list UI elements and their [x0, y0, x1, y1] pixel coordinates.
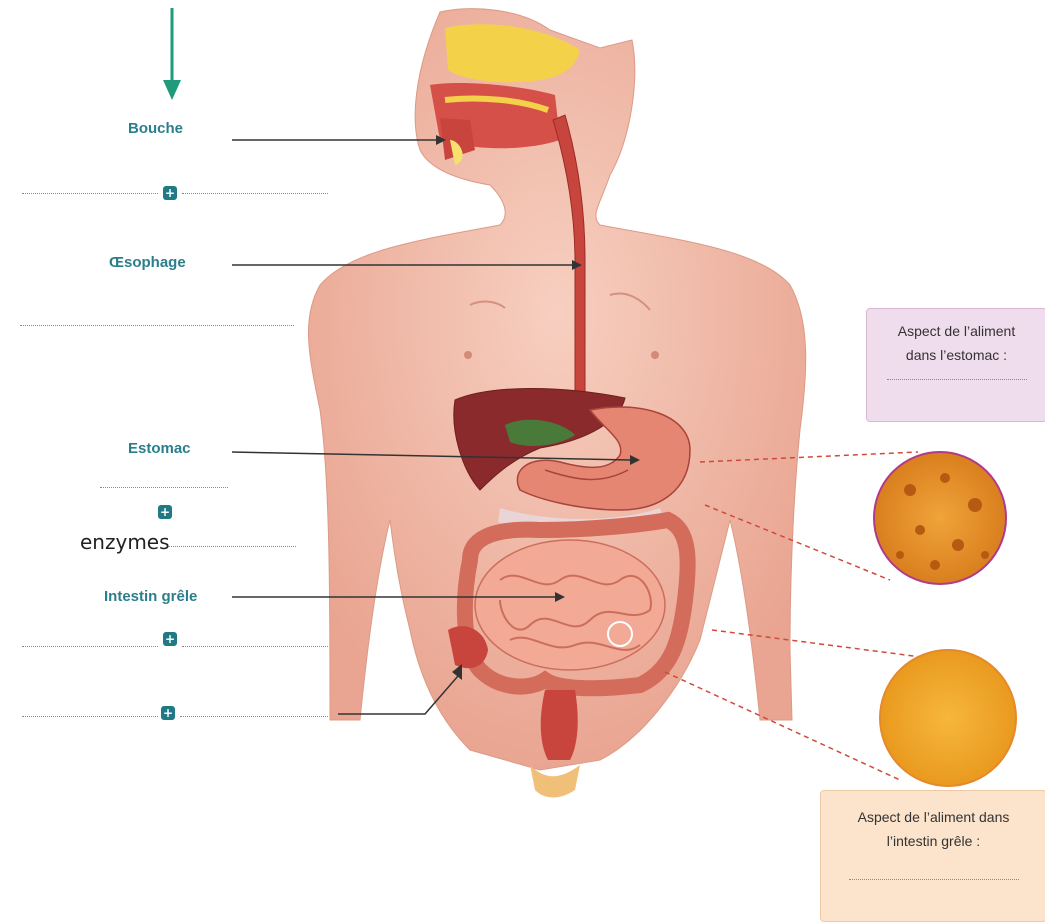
answer-line[interactable]	[22, 193, 158, 194]
answer-line[interactable]	[22, 646, 158, 647]
stomach-aspect-line-2: dans l’estomac :	[867, 343, 1045, 367]
answer-line[interactable]	[182, 193, 328, 194]
stomach-aspect-answer-line[interactable]	[887, 379, 1027, 380]
label-esophagus: Œsophage	[109, 254, 186, 271]
answer-line[interactable]	[20, 325, 294, 326]
plus-icon: +	[158, 505, 172, 519]
intestine-aspect-box: Aspect de l’aliment dans l’intestin grêl…	[820, 790, 1045, 922]
label-stomach: Estomac	[128, 440, 191, 457]
plus-icon: +	[161, 706, 175, 720]
answer-line[interactable]	[22, 716, 158, 717]
answer-line[interactable]	[180, 716, 328, 717]
stomach-aspect-box: Aspect de l’aliment dans l’estomac :	[866, 308, 1045, 422]
intestine-content-sample	[880, 650, 1016, 786]
plus-icon: +	[163, 632, 177, 646]
stomach-content-sample	[874, 452, 1006, 584]
label-mouth: Bouche	[128, 120, 183, 137]
rectum-organ	[541, 690, 578, 760]
small-intestine-organ	[475, 540, 665, 670]
flow-arrow-icon	[163, 8, 181, 100]
intestine-aspect-line-1: Aspect de l’aliment dans	[821, 805, 1045, 829]
intestine-aspect-line-2: l’intestin grêle :	[821, 829, 1045, 853]
plus-icon: +	[163, 186, 177, 200]
stomach-aspect-line-1: Aspect de l’aliment	[867, 319, 1045, 343]
intestine-aspect-answer-line[interactable]	[849, 879, 1019, 880]
answer-line[interactable]	[100, 487, 228, 488]
answer-line[interactable]	[182, 646, 328, 647]
label-enzymes: enzymes	[80, 530, 170, 554]
answer-line[interactable]	[168, 546, 296, 547]
label-small-intestine: Intestin grêle	[104, 588, 197, 605]
